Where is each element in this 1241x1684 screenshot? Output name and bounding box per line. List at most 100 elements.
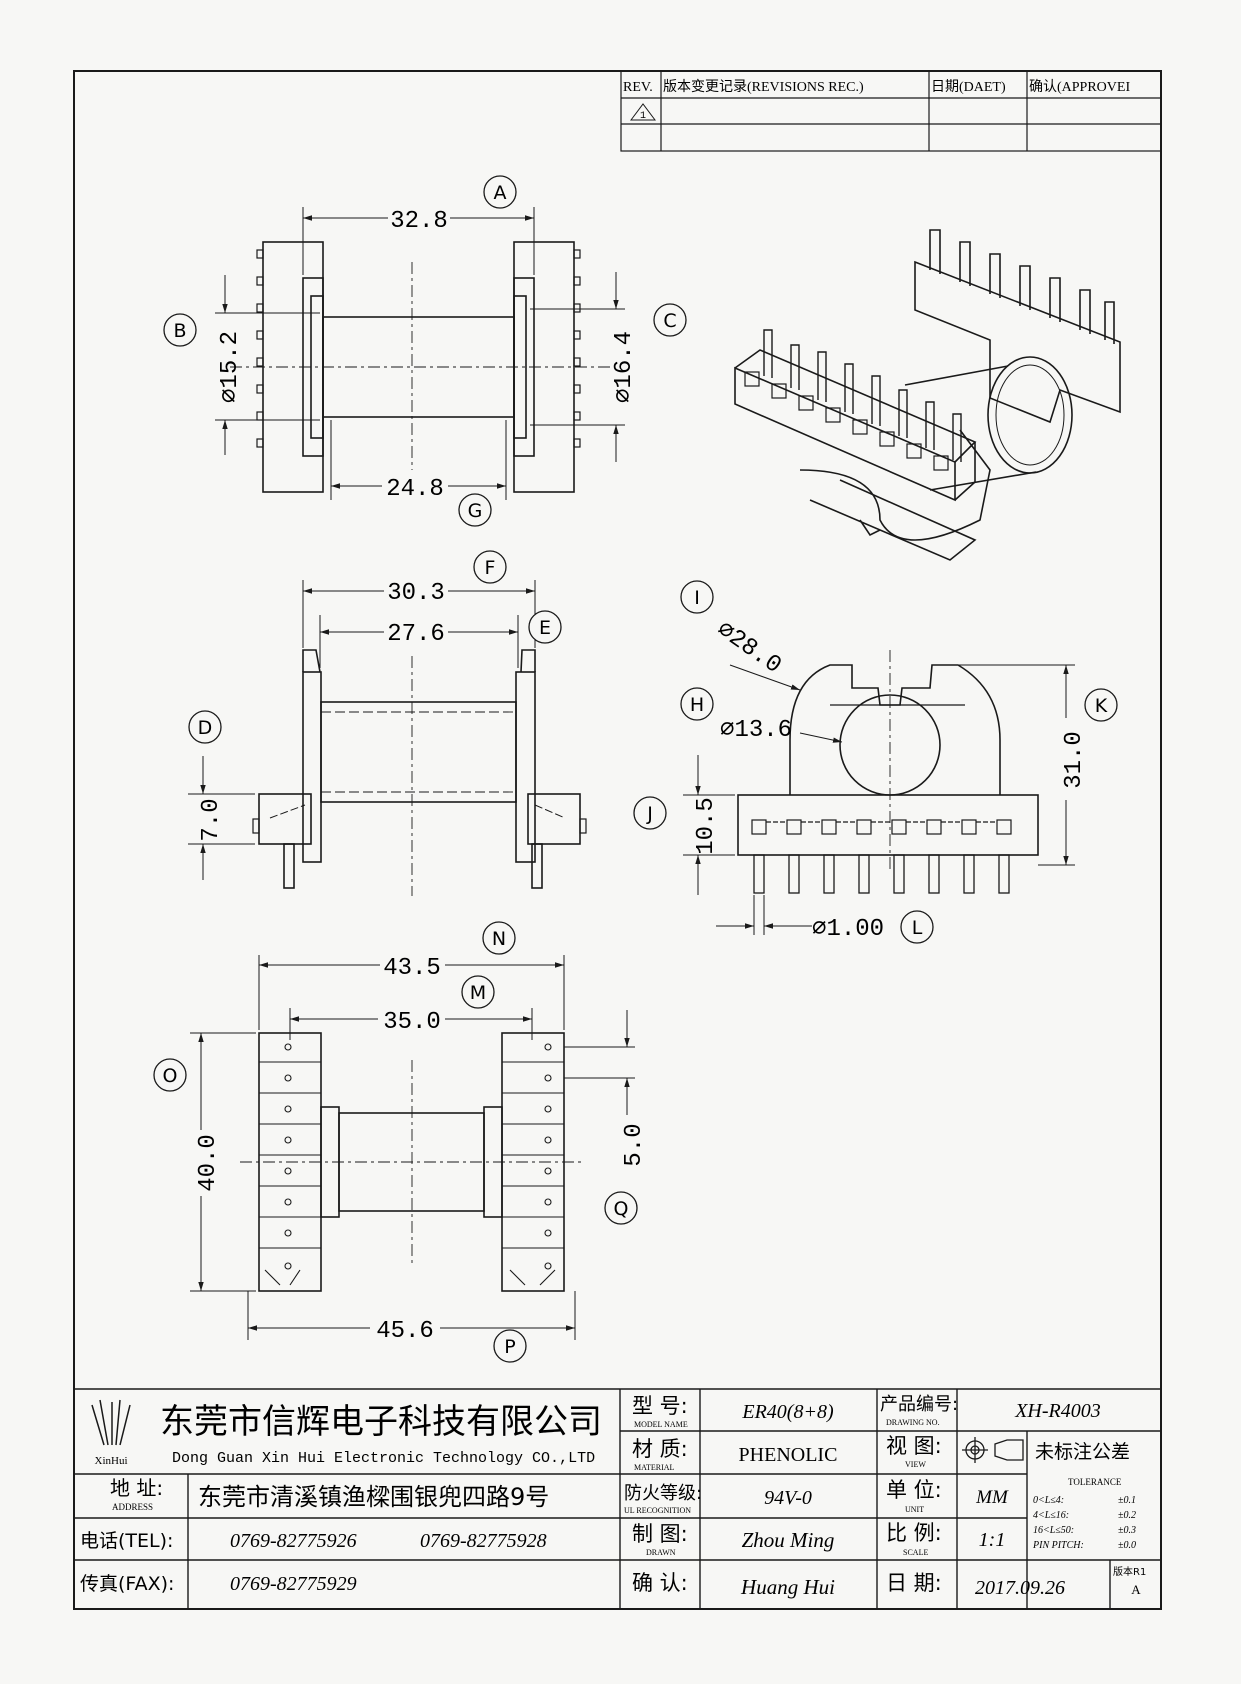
model-label-en: MODEL NAME <box>634 1420 688 1429</box>
svg-text:L: L <box>912 917 923 939</box>
balloon-f: F <box>473 550 507 584</box>
dim-b-value: ⌀15.2 <box>217 331 244 403</box>
tel-1: 0769-82775926 <box>230 1530 357 1552</box>
title-block <box>74 1388 1161 1609</box>
end-view <box>683 650 1075 935</box>
logo-text: XinHui <box>95 1455 128 1467</box>
tolerance-value-3: ±0.0 <box>1118 1540 1136 1551</box>
tolerance-title: 未标注公差 <box>1035 1441 1130 1463</box>
tolerance-value-0: ±0.1 <box>1118 1495 1136 1506</box>
balloon-a: A <box>483 175 517 209</box>
fax-value: 0769-82775929 <box>230 1573 357 1595</box>
balloon-n: N <box>482 921 516 955</box>
view-label: 视 图: <box>886 1434 942 1458</box>
svg-text:B: B <box>173 320 186 342</box>
top-view <box>215 207 625 500</box>
fax-label: 传真(FAX): <box>80 1573 174 1595</box>
date-header: 日期(DAET) <box>931 79 1006 95</box>
dim-n-value: 43.5 <box>383 955 441 982</box>
version-value: A <box>1131 1582 1141 1597</box>
material-label-en: MATERIAL <box>634 1463 675 1472</box>
svg-text:I: I <box>694 587 700 609</box>
scale-value: 1:1 <box>979 1529 1006 1551</box>
balloon-m: M <box>461 975 495 1009</box>
version-label: 版本R1 <box>1113 1565 1146 1578</box>
scale-label: 比 例: <box>886 1521 942 1545</box>
svg-text:D: D <box>198 717 213 739</box>
address-label-en: ADDRESS <box>112 1502 153 1512</box>
svg-text:G: G <box>468 500 483 522</box>
dim-q-value: 5.0 <box>621 1123 648 1166</box>
dim-c-value: ⌀16.4 <box>611 331 638 403</box>
balloon-b: B <box>163 313 197 347</box>
bottom-view <box>190 955 635 1340</box>
balloon-c: C <box>653 303 687 337</box>
check-label: 确 认: <box>632 1571 688 1595</box>
svg-text:A: A <box>494 182 507 204</box>
drawn-label: 制 图: <box>632 1522 688 1546</box>
approve-header: 确认(APPROVEI <box>1029 79 1130 95</box>
svg-text:O: O <box>163 1065 178 1087</box>
flame-value: 94V-0 <box>764 1487 812 1509</box>
drawing-no-value: XH-R4003 <box>1014 1400 1101 1422</box>
side-view <box>188 580 587 896</box>
view-label-en: VIEW <box>905 1460 926 1469</box>
unit-label-en: UNIT <box>905 1505 924 1514</box>
dim-o-value: 40.0 <box>195 1134 222 1192</box>
tolerance-range-1: 4<L≤16: <box>1033 1510 1069 1521</box>
date-label: 日 期: <box>886 1571 942 1595</box>
dim-e-value: 27.6 <box>387 621 445 648</box>
dim-h-value: ⌀13.6 <box>720 717 792 744</box>
revision-triangle-icon <box>630 103 656 121</box>
dimension-balloons: A B C D E F G H I J K L M N O P Q <box>153 175 1118 1363</box>
model-label: 型 号: <box>632 1394 688 1418</box>
svg-text:F: F <box>485 557 496 579</box>
sheet-border <box>73 70 1162 1610</box>
revisions-header: 版本变更记录(REVISIONS REC.) <box>663 79 864 95</box>
tolerance-range-2: 16<L≤50: <box>1033 1525 1074 1536</box>
balloon-k: K <box>1084 688 1118 722</box>
svg-text:H: H <box>690 694 704 716</box>
company-name-en: Dong Guan Xin Hui Electronic Technology … <box>172 1450 595 1467</box>
check-value: Huang Hui <box>740 1575 835 1599</box>
dim-i-value: ⌀28.0 <box>711 616 786 679</box>
flame-label: 防火等级: <box>624 1483 702 1504</box>
scale-label-en: SCALE <box>903 1548 928 1557</box>
address-label: 地 址: <box>110 1476 163 1500</box>
svg-text:C: C <box>663 310 676 332</box>
rev-symbol: 1 <box>640 111 646 122</box>
dim-a-value: 32.8 <box>390 208 448 235</box>
balloon-j: J <box>633 796 667 830</box>
date-value: 2017.09.26 <box>975 1577 1065 1599</box>
balloon-i: I <box>680 580 714 614</box>
dim-g-value: 24.8 <box>386 476 444 503</box>
dim-j-value: 10.5 <box>693 797 720 855</box>
unit-value: MM <box>975 1487 1009 1508</box>
svg-text:Q: Q <box>614 1198 629 1220</box>
company-name-cn: 东莞市信辉电子科技有限公司 <box>160 1402 602 1442</box>
balloon-h: H <box>680 687 714 721</box>
svg-text:J: J <box>646 803 653 825</box>
material-label: 材 质: <box>632 1437 688 1461</box>
balloon-g: G <box>458 493 492 527</box>
tel-2: 0769-82775928 <box>420 1530 547 1552</box>
dim-p-value: 45.6 <box>376 1318 434 1345</box>
company-logo <box>91 1399 131 1446</box>
tolerance-range-3: PIN PITCH: <box>1032 1540 1084 1551</box>
balloon-q: Q <box>604 1191 638 1225</box>
svg-text:K: K <box>1095 695 1108 717</box>
tel-label: 电话(TEL): <box>80 1530 173 1552</box>
isometric-view <box>734 229 1121 561</box>
dim-k-value: 31.0 <box>1061 731 1088 789</box>
tolerance-range-0: 0<L≤4: <box>1033 1495 1064 1506</box>
svg-text:M: M <box>470 982 486 1004</box>
dim-d-value: 7.0 <box>198 798 225 841</box>
balloon-e: E <box>528 610 562 644</box>
material-value: PHENOLIC <box>739 1444 838 1466</box>
drawing-no-label-en: DRAWING NO. <box>886 1418 940 1427</box>
dim-f-value: 30.3 <box>387 580 445 607</box>
balloon-d: D <box>188 710 222 744</box>
dim-l-value: ⌀1.00 <box>812 916 884 943</box>
drawn-label-en: DRAWN <box>646 1548 676 1557</box>
